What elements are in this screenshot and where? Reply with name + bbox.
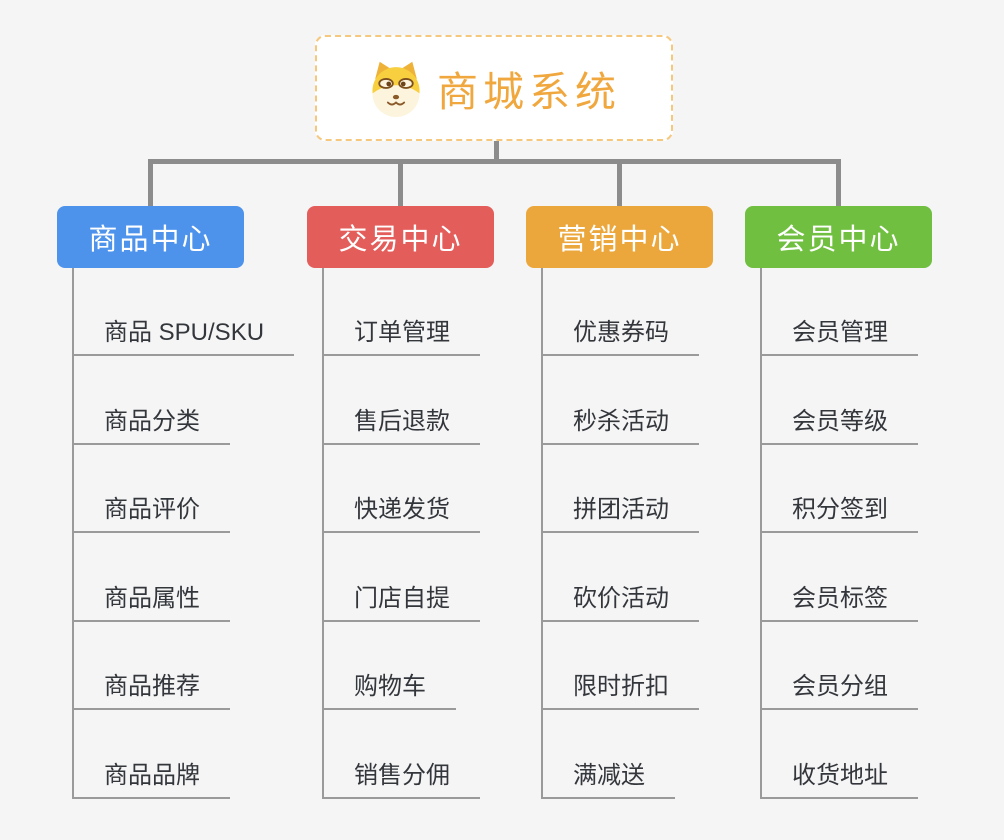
child-item-label: 砍价活动: [573, 584, 669, 612]
child-item[interactable]: 优惠券码: [543, 268, 699, 356]
connector-drop-marketing: [617, 162, 622, 207]
child-item-label: 商品 SPU/SKU: [104, 319, 265, 346]
child-item[interactable]: 会员管理: [762, 268, 918, 356]
connector-drop-product: [148, 162, 153, 207]
child-item-label: 商品分类: [104, 407, 200, 435]
child-item[interactable]: 满减送: [543, 710, 675, 799]
child-item[interactable]: 限时折扣: [543, 622, 699, 711]
branch-label: 营销中心: [557, 224, 682, 256]
child-item-label: 商品推荐: [104, 673, 200, 701]
child-item-label: 收货地址: [792, 761, 888, 789]
child-item[interactable]: 订单管理: [324, 268, 480, 356]
branch-label: 商品中心: [88, 224, 213, 256]
child-item-label: 优惠券码: [573, 319, 669, 346]
child-item[interactable]: 商品 SPU/SKU: [74, 268, 295, 356]
child-item-label: 会员分组: [792, 673, 888, 701]
child-item-label: 满减送: [573, 761, 645, 789]
child-item[interactable]: 商品推荐: [74, 622, 230, 711]
child-item-label: 会员标签: [792, 584, 888, 612]
branch-node-product-center[interactable]: 商品中心: [57, 206, 244, 268]
child-item[interactable]: 收货地址: [762, 710, 918, 799]
branch-label: 交易中心: [338, 224, 463, 256]
child-item-label: 商品品牌: [104, 761, 200, 789]
connector-root-stem: [494, 140, 499, 161]
connector-bus: [148, 159, 841, 164]
child-item[interactable]: 会员标签: [762, 533, 918, 622]
child-item[interactable]: 砍价活动: [543, 533, 699, 622]
branch-label: 会员中心: [776, 224, 901, 256]
child-item-label: 订单管理: [354, 319, 450, 346]
branch-node-marketing-center[interactable]: 营销中心: [526, 206, 713, 268]
child-item[interactable]: 会员等级: [762, 356, 918, 445]
branch-children-marketing-center: 优惠券码 秒杀活动 拼团活动 砍价活动 限时折扣 满减送: [541, 268, 699, 799]
child-item-label: 积分签到: [792, 496, 888, 524]
child-item-label: 购物车: [354, 673, 426, 701]
root-title: 商城系统: [437, 69, 621, 115]
child-item[interactable]: 商品属性: [74, 533, 230, 622]
child-item-label: 门店自提: [354, 584, 450, 612]
root-node[interactable]: 商城系统: [315, 35, 673, 141]
branch-node-member-center[interactable]: 会员中心: [745, 206, 932, 268]
connector-drop-member: [836, 162, 841, 207]
child-item[interactable]: 销售分佣: [324, 710, 480, 799]
child-item[interactable]: 门店自提: [324, 533, 480, 622]
child-item[interactable]: 购物车: [324, 622, 456, 711]
child-item-label: 秒杀活动: [573, 407, 669, 435]
branch-children-member-center: 会员管理 会员等级 积分签到 会员标签 会员分组 收货地址: [760, 268, 918, 799]
child-item[interactable]: 快递发货: [324, 445, 480, 534]
child-item-label: 拼团活动: [573, 496, 669, 524]
child-item[interactable]: 商品品牌: [74, 710, 230, 799]
child-item[interactable]: 会员分组: [762, 622, 918, 711]
child-item-label: 商品评价: [104, 496, 200, 524]
child-item[interactable]: 拼团活动: [543, 445, 699, 534]
child-item[interactable]: 商品评价: [74, 445, 230, 534]
child-item-label: 售后退款: [354, 407, 450, 435]
branch-node-trade-center[interactable]: 交易中心: [307, 206, 494, 268]
branch-children-trade-center: 订单管理 售后退款 快递发货 门店自提 购物车 销售分佣: [322, 268, 480, 799]
child-item-label: 会员等级: [792, 407, 888, 435]
child-item[interactable]: 积分签到: [762, 445, 918, 534]
child-item-label: 商品属性: [104, 584, 200, 612]
child-item-label: 快递发货: [354, 496, 450, 524]
child-item[interactable]: 商品分类: [74, 356, 230, 445]
child-item-label: 会员管理: [792, 319, 888, 346]
child-item-label: 限时折扣: [573, 673, 669, 701]
connector-drop-trade: [398, 162, 403, 207]
dog-face-icon: [372, 61, 420, 117]
child-item[interactable]: 售后退款: [324, 356, 480, 445]
child-item[interactable]: 秒杀活动: [543, 356, 699, 445]
child-item-label: 销售分佣: [354, 761, 450, 789]
branch-children-product-center: 商品 SPU/SKU 商品分类 商品评价 商品属性 商品推荐 商品品牌: [72, 268, 295, 799]
